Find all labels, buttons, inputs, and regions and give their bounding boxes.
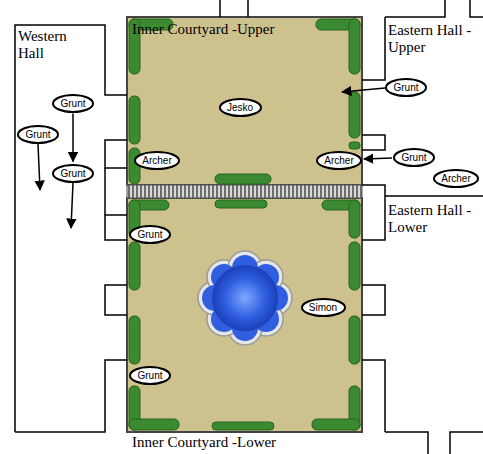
hedge: [349, 316, 360, 364]
wall: [15, 25, 127, 432]
hedge: [129, 316, 140, 364]
unit-name: Simon: [309, 302, 337, 313]
unit-token: Jesko: [219, 98, 262, 117]
unit-name: Grunt: [137, 370, 162, 381]
unit-name: Grunt: [60, 98, 85, 109]
token-ellipse: [394, 149, 434, 166]
unit-token: Grunt: [385, 78, 427, 97]
unit-name: Archer: [324, 155, 353, 166]
move-arrow: [71, 183, 73, 228]
token-ellipse: [18, 126, 58, 143]
token-ellipse: [220, 99, 261, 116]
courtyard-ground: [127, 17, 362, 185]
unit-name: Archer: [441, 173, 470, 184]
wall: [104, 168, 106, 215]
unit-name: Jesko: [227, 102, 253, 113]
hedge: [349, 19, 360, 74]
unit-token: Grunt: [129, 366, 171, 385]
unit-token: Archer: [134, 151, 180, 170]
token-ellipse: [434, 170, 478, 187]
token-ellipse: [130, 367, 170, 384]
unit-token: Grunt: [52, 94, 94, 113]
wall: [362, 17, 385, 432]
move-arrow: [72, 114, 74, 162]
unit-name: Grunt: [137, 229, 162, 240]
hedge: [212, 422, 274, 430]
area-name: Inner Courtyard -Upper: [132, 21, 347, 38]
area-name: Eastern Hall - Upper: [388, 22, 482, 55]
hedge: [312, 419, 360, 430]
token-ellipse: [386, 79, 426, 96]
hedge: [349, 200, 360, 238]
token-ellipse: [130, 226, 170, 243]
gate-fence: [127, 185, 362, 198]
hedge: [215, 174, 271, 184]
unit-token: Grunt: [129, 225, 171, 244]
unit-name: Grunt: [393, 82, 418, 93]
unit-name: Grunt: [60, 168, 85, 179]
area-name: Eastern Hall - Lower: [388, 202, 482, 235]
wall: [385, 432, 483, 454]
unit-name: Archer: [142, 155, 171, 166]
wall: [385, 0, 483, 17]
hedge: [215, 200, 267, 208]
hedge: [349, 242, 360, 290]
hedge: [129, 419, 179, 430]
wall: [220, 0, 248, 17]
unit-name: Grunt: [401, 152, 426, 163]
unit-token: Simon: [301, 298, 346, 317]
move-arrow: [364, 158, 392, 159]
unit-token: Grunt: [52, 164, 94, 183]
hedge: [349, 142, 360, 149]
pond-water: [212, 265, 278, 331]
unit-name: Grunt: [25, 129, 50, 140]
token-ellipse: [317, 152, 361, 169]
unit-token: Grunt: [17, 125, 59, 144]
area-name: Western Hall: [18, 28, 88, 61]
move-arrow: [342, 88, 385, 92]
token-ellipse: [302, 299, 345, 316]
area-name: Inner Courtyard -Lower: [132, 434, 357, 451]
move-arrow: [38, 144, 40, 190]
hedge: [129, 242, 140, 290]
wall: [385, 195, 483, 197]
hedge: [129, 148, 140, 184]
token-ellipse: [53, 95, 93, 112]
hedge: [129, 96, 140, 144]
token-ellipse: [135, 152, 179, 169]
token-ellipse: [53, 165, 93, 182]
unit-token: Archer: [433, 169, 479, 188]
hedge: [349, 92, 360, 138]
unit-token: Archer: [316, 151, 362, 170]
unit-token: Grunt: [393, 148, 435, 167]
courtyard-ground: [127, 198, 362, 432]
